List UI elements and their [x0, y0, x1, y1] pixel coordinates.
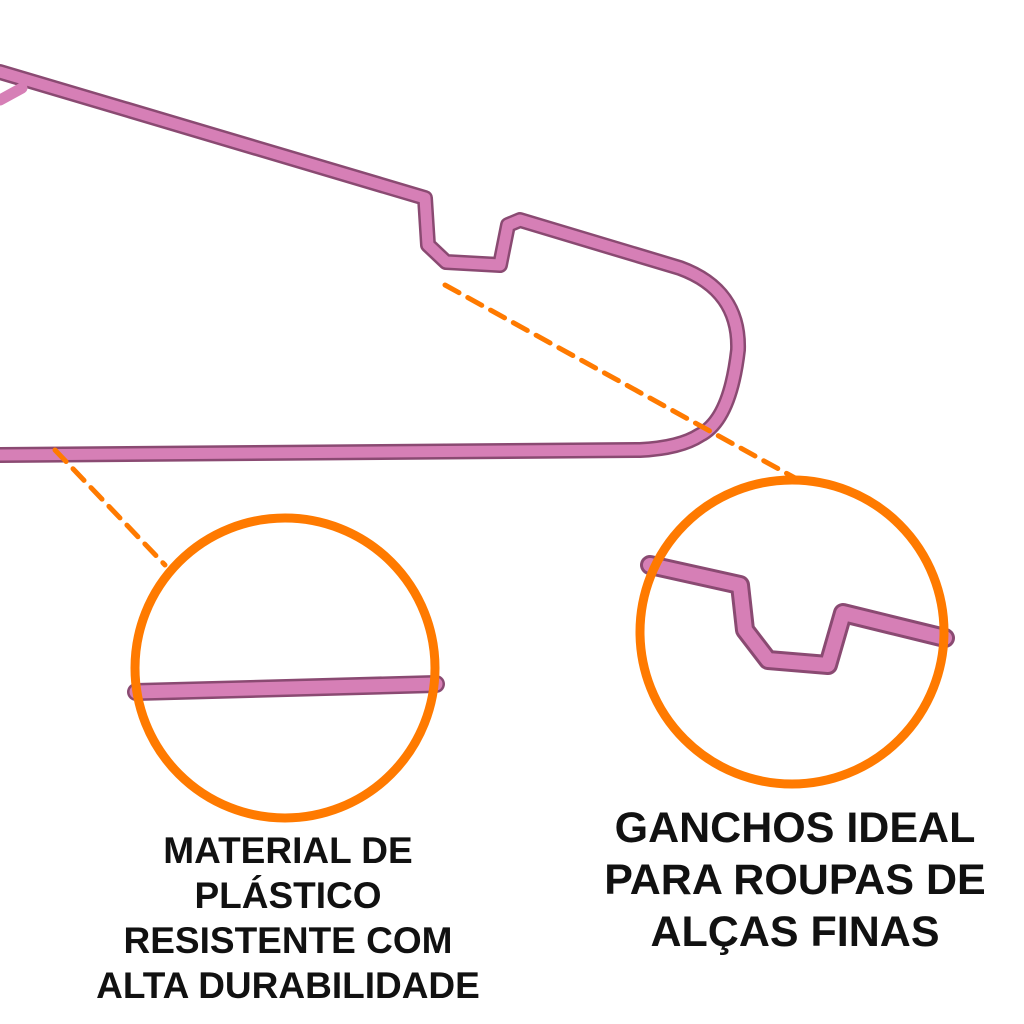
hanger: [0, 64, 747, 463]
caption-line: RESISTENTE COM: [123, 920, 453, 961]
caption-line: MATERIAL DE: [163, 830, 413, 871]
caption-line: ALÇAS FINAS: [650, 908, 940, 956]
pointer-line-right: [442, 282, 798, 481]
caption-line: PLÁSTICO: [194, 875, 382, 916]
caption-line: ALTA DURABILIDADE: [96, 965, 480, 1006]
caption-line: GANCHOS IDEAL: [614, 804, 976, 852]
caption-material: MATERIAL DE PLÁSTICO RESISTENTE COM ALTA…: [40, 828, 536, 1008]
caption-hooks: GANCHOS IDEAL PARA ROUPAS DE ALÇAS FINAS: [560, 802, 1024, 958]
caption-line: PARA ROUPAS DE: [604, 856, 986, 904]
pointer-line-left: [52, 447, 168, 568]
zoom-circle-right: [635, 475, 955, 789]
zoom-circle-left: [127, 513, 445, 823]
